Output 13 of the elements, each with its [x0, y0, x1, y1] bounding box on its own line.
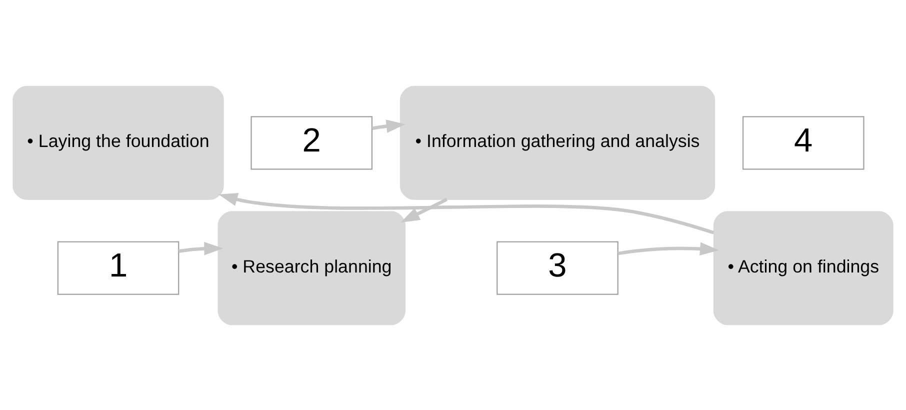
arrow [372, 119, 406, 132]
node-box: 1 [57, 240, 180, 294]
node-box: 4 [742, 116, 864, 170]
node-box: • Information gathering and analysis [400, 85, 716, 200]
node-box: • Laying the foundation [12, 85, 224, 200]
node-box: • Acting on findings [713, 210, 894, 325]
node-box: 2 [250, 116, 373, 170]
arrow [178, 241, 224, 255]
node-box: • Research planning [218, 210, 406, 325]
arrow [400, 197, 448, 222]
node-box: 3 [496, 240, 618, 294]
arrow [618, 242, 720, 255]
arrow [218, 192, 714, 234]
